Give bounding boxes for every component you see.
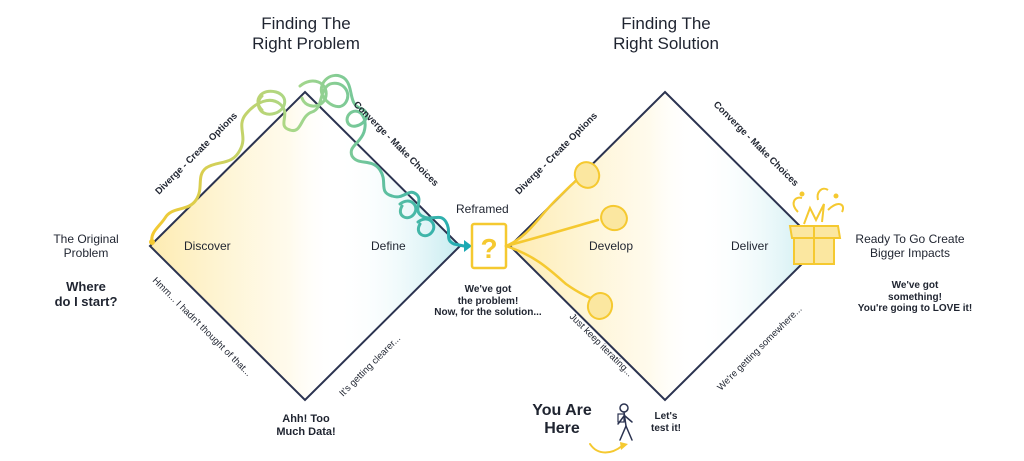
where-start-question: Where do I start? bbox=[54, 279, 118, 309]
question-mark-icon: ? bbox=[470, 222, 508, 270]
you-are-here-arrow bbox=[589, 443, 623, 454]
phase-develop: Develop bbox=[589, 239, 634, 253]
phase-define: Define bbox=[371, 239, 406, 253]
lightbulb-icon bbox=[573, 161, 628, 320]
reframed-label: Reframed bbox=[456, 202, 509, 216]
original-problem-label: The Original Problem bbox=[53, 232, 119, 260]
svg-text:?: ? bbox=[480, 233, 497, 264]
got-problem-note: We've got the problem! Now, for the solu… bbox=[434, 284, 542, 318]
title-problem: Finding The Right Problem bbox=[252, 14, 360, 53]
gift-box-icon bbox=[788, 187, 844, 265]
test-it-note: Let's test it! bbox=[651, 411, 681, 434]
walking-person-icon bbox=[617, 403, 633, 441]
phase-discover: Discover bbox=[184, 239, 231, 253]
title-solution: Finding The Right Solution bbox=[613, 14, 719, 53]
you-are-here-label: You Are Here bbox=[532, 402, 592, 438]
squiggle-line-icon bbox=[150, 73, 466, 248]
too-much-data-note: Ahh! Too Much Data! bbox=[276, 413, 336, 438]
phase-deliver: Deliver bbox=[731, 239, 769, 253]
got-something-note: We've got something! You're going to LOV… bbox=[857, 280, 973, 314]
ready-label: Ready To Go Create Bigger Impacts bbox=[855, 232, 965, 260]
diamond-solution bbox=[508, 90, 822, 402]
diamond-problem bbox=[148, 90, 462, 402]
